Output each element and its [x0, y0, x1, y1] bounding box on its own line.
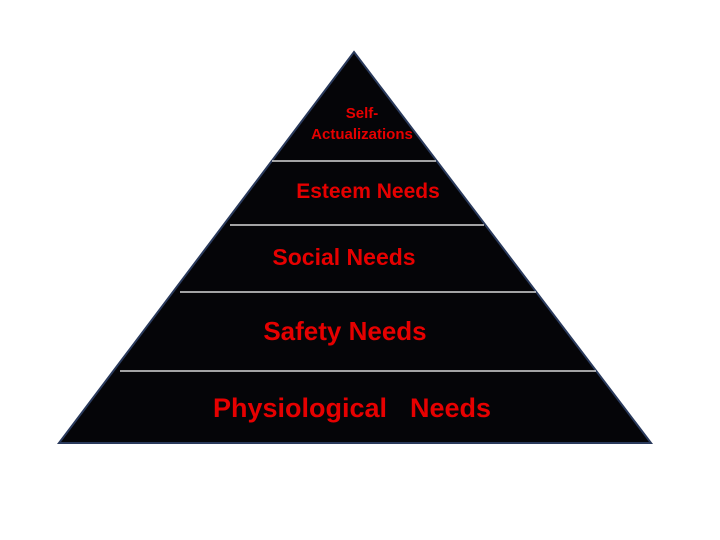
- level-safety-needs: Safety Needs: [263, 316, 427, 346]
- level-self-actualization: Self- Actualizations: [2, 103, 720, 145]
- level-self-actualization-line2: Actualizations: [311, 126, 413, 143]
- level-social-needs: Social Needs: [272, 244, 416, 270]
- level-self-actualization-line1: Self-: [345, 105, 379, 122]
- level-physiological-needs: Physiological Needs: [212, 393, 492, 423]
- level-esteem-needs: Esteem Needs: [296, 180, 440, 203]
- pyramid-triangle: [56, 50, 654, 444]
